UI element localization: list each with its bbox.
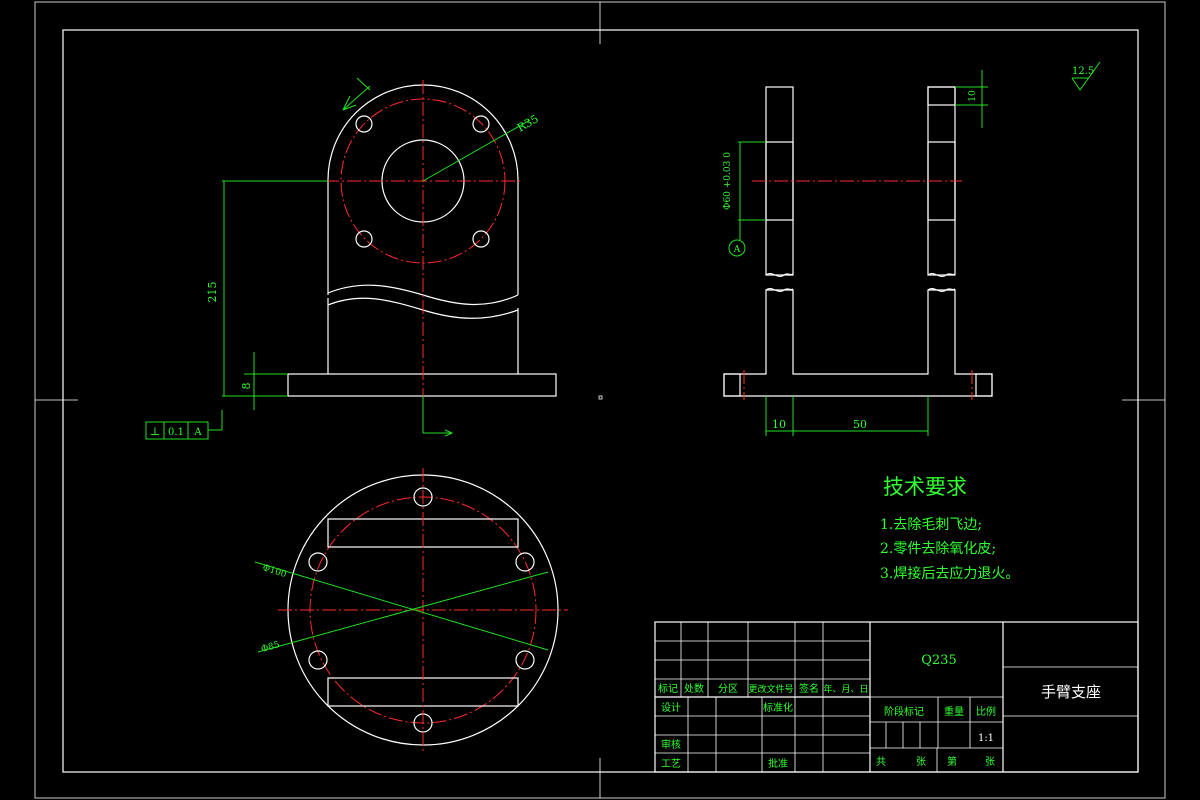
pcd-dimension: R35: [515, 112, 541, 134]
svg-text:设计: 设计: [661, 701, 681, 714]
side-section-view: Φ60 +0.03 0 A 10 10 50: [723, 70, 993, 436]
tech-req-item: 3.焊接后去应力退火。: [880, 565, 1019, 582]
svg-text:工艺: 工艺: [661, 758, 681, 770]
svg-text:12.5: 12.5: [1072, 66, 1094, 77]
tech-req-item: 2.零件去除氧化皮;: [880, 541, 996, 557]
svg-text:0.1: 0.1: [168, 427, 184, 438]
datum-a-marker: A: [733, 245, 741, 255]
svg-text:签名: 签名: [799, 682, 819, 695]
svg-text:处数: 处数: [684, 682, 704, 695]
technical-requirements: 技术要求 1.去除毛刺飞边; 2.零件去除氧化皮; 3.焊接后去应力退火。: [880, 475, 1019, 582]
svg-text:A: A: [193, 427, 202, 438]
svg-text:分区: 分区: [718, 683, 738, 695]
title-block: Q235 手臂支座 标记 处数 分区 更改文件号 签名 年、月、日 设计 标准化…: [654, 621, 1139, 773]
svg-text:张: 张: [916, 756, 926, 768]
top-view: Φ100 Φ85: [254, 468, 568, 752]
tech-req-heading: 技术要求: [883, 475, 967, 499]
roughness-symbol: 12.5: [1071, 61, 1101, 91]
sheet-frame: [34, 1, 1166, 799]
svg-text:⊥: ⊥: [150, 425, 160, 438]
outer-diameter-dimension: Φ100: [261, 563, 288, 580]
geometric-tolerance-frame: ⊥ 0.1 A: [145, 410, 223, 440]
material-label: Q235: [921, 653, 956, 668]
svg-text:张: 张: [985, 756, 995, 768]
flange-width-dimension: 10: [772, 418, 786, 431]
drawing-title: 手臂支座: [1041, 683, 1101, 701]
tech-req-item: 1.去除毛刺飞边;: [880, 517, 982, 533]
scale-value: 1:1: [978, 733, 994, 744]
top-thickness-dimension: 10: [968, 90, 978, 102]
span-dimension: 50: [853, 418, 867, 431]
svg-text:年、月、日: 年、月、日: [823, 683, 868, 695]
svg-text:批准: 批准: [768, 757, 788, 770]
svg-text:标准化: 标准化: [763, 701, 793, 714]
svg-text:审核: 审核: [661, 738, 681, 751]
svg-text:更改文件号: 更改文件号: [748, 683, 793, 695]
pitch-diameter-dimension: Φ85: [260, 640, 281, 655]
svg-text:重量: 重量: [944, 705, 964, 718]
svg-text:共: 共: [876, 756, 886, 768]
bore-dimension: Φ60 +0.03 0: [723, 152, 733, 210]
height-dimension: 215: [206, 282, 219, 303]
base-thickness-dimension: 8: [240, 383, 253, 390]
svg-text:比例: 比例: [976, 705, 996, 718]
front-bolt-holes: [355, 115, 490, 248]
svg-text:标记: 标记: [658, 683, 678, 695]
svg-text:第: 第: [947, 755, 957, 768]
front-view: R35 215 8 ⊥ 0.1 A: [145, 77, 557, 440]
svg-text:阶段标记: 阶段标记: [884, 705, 924, 718]
